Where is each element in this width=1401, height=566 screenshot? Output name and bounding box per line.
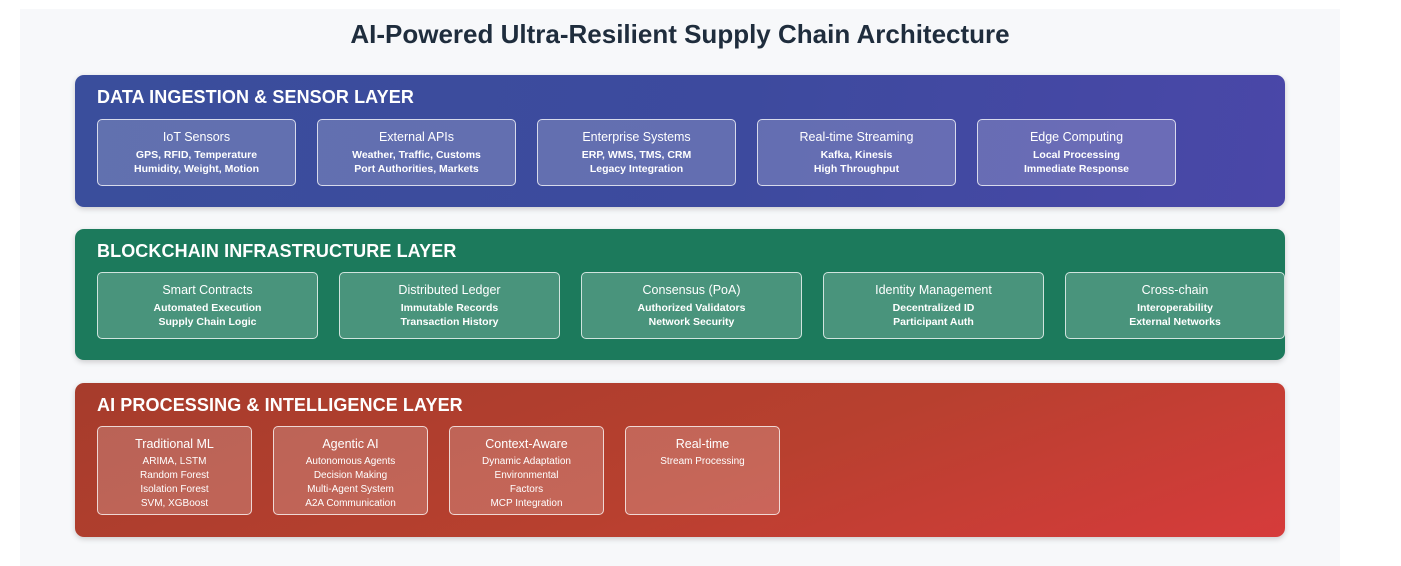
data-ingestion-layer: DATA INGESTION & SENSOR LAYER IoT Sensor… (75, 75, 1285, 207)
card-real-time: Real-time Stream Processing (625, 426, 780, 515)
card-detail: Participant Auth (893, 316, 974, 328)
card-detail: Local Processing (1033, 149, 1120, 161)
card-detail: Interoperability (1137, 302, 1213, 314)
card-detail: SVM, XGBoost (140, 498, 209, 509)
card-detail: Random Forest (140, 470, 209, 481)
card-detail: High Throughput (813, 163, 900, 175)
card-title: Enterprise Systems (582, 130, 691, 144)
card-detail: Network Security (648, 316, 735, 328)
card-context-aware: Context-Aware Dynamic Adaptation Environ… (449, 426, 604, 515)
card-detail: Decentralized ID (892, 302, 975, 314)
card-title: Edge Computing (1029, 130, 1124, 144)
ai-processing-layer: AI PROCESSING & INTELLIGENCE LAYER Tradi… (75, 383, 1285, 537)
card-traditional-ml: Traditional ML ARIMA, LSTM Random Forest… (97, 426, 252, 515)
card-title: Smart Contracts (162, 283, 253, 297)
card-detail: Immediate Response (1023, 163, 1130, 175)
card-detail: Isolation Forest (140, 484, 209, 495)
layer-title: DATA INGESTION & SENSOR LAYER (97, 87, 414, 107)
layer-title: BLOCKCHAIN INFRASTRUCTURE LAYER (97, 241, 457, 261)
card-detail: Weather, Traffic, Customs (352, 149, 481, 161)
card-agentic-ai: Agentic AI Autonomous Agents Decision Ma… (273, 426, 428, 515)
card-detail: Legacy Integration (589, 163, 684, 175)
diagram-canvas: AI-Powered Ultra-Resilient Supply Chain … (20, 9, 1340, 566)
layer-title: AI PROCESSING & INTELLIGENCE LAYER (97, 395, 463, 415)
card-detail: Port Authorities, Markets (354, 163, 479, 175)
card-title: Agentic AI (322, 437, 379, 451)
card-distributed-ledger: Distributed Ledger Immutable Records Tra… (339, 272, 560, 339)
card-detail: Humidity, Weight, Motion (133, 163, 259, 175)
card-cross-chain: Cross-chain Interoperability External Ne… (1065, 272, 1285, 339)
card-detail: ARIMA, LSTM (142, 456, 207, 467)
card-detail: Dynamic Adaptation (482, 456, 571, 467)
card-title: Traditional ML (135, 437, 214, 451)
card-enterprise-systems: Enterprise Systems ERP, WMS, TMS, CRM Le… (537, 119, 736, 186)
card-title: IoT Sensors (162, 130, 231, 144)
card-consensus-poa: Consensus (PoA) Authorized Validators Ne… (581, 272, 802, 339)
page-title: AI-Powered Ultra-Resilient Supply Chain … (350, 19, 1010, 49)
card-title: Real-time Streaming (799, 130, 914, 144)
blockchain-layer: BLOCKCHAIN INFRASTRUCTURE LAYER Smart Co… (75, 229, 1285, 360)
card-iot-sensors: IoT Sensors GPS, RFID, Temperature Humid… (97, 119, 296, 186)
card-detail: Authorized Validators (637, 302, 746, 314)
card-title: Cross-chain (1141, 283, 1209, 297)
card-edge-computing: Edge Computing Local Processing Immediat… (977, 119, 1176, 186)
card-smart-contracts: Smart Contracts Automated Execution Supp… (97, 272, 318, 339)
card-detail: Factors (509, 484, 544, 495)
card-detail: Environmental (494, 470, 559, 481)
card-detail: Supply Chain Logic (158, 316, 257, 328)
card-detail: External Networks (1129, 316, 1221, 328)
card-detail: Multi-Agent System (307, 484, 394, 495)
card-detail: A2A Communication (305, 498, 396, 509)
card-detail: MCP Integration (490, 498, 563, 509)
card-detail: Autonomous Agents (305, 456, 396, 467)
card-real-time-streaming: Real-time Streaming Kafka, Kinesis High … (757, 119, 956, 186)
card-detail: ERP, WMS, TMS, CRM (581, 149, 692, 161)
card-detail: Stream Processing (660, 456, 745, 467)
card-title: External APIs (378, 130, 455, 144)
card-detail: Automated Execution (153, 302, 262, 314)
card-detail: Transaction History (400, 316, 499, 328)
card-title: Context-Aware (485, 437, 568, 451)
card-detail: Kafka, Kinesis (820, 149, 893, 161)
card-external-apis: External APIs Weather, Traffic, Customs … (317, 119, 516, 186)
card-identity-management: Identity Management Decentralized ID Par… (823, 272, 1044, 339)
card-title: Distributed Ledger (398, 283, 501, 297)
card-title: Real-time (675, 437, 730, 451)
card-detail: Decision Making (313, 470, 388, 481)
card-title: Consensus (PoA) (642, 283, 741, 297)
card-detail: GPS, RFID, Temperature (135, 149, 258, 161)
card-title: Identity Management (875, 283, 992, 297)
card-detail: Immutable Records (400, 302, 499, 314)
